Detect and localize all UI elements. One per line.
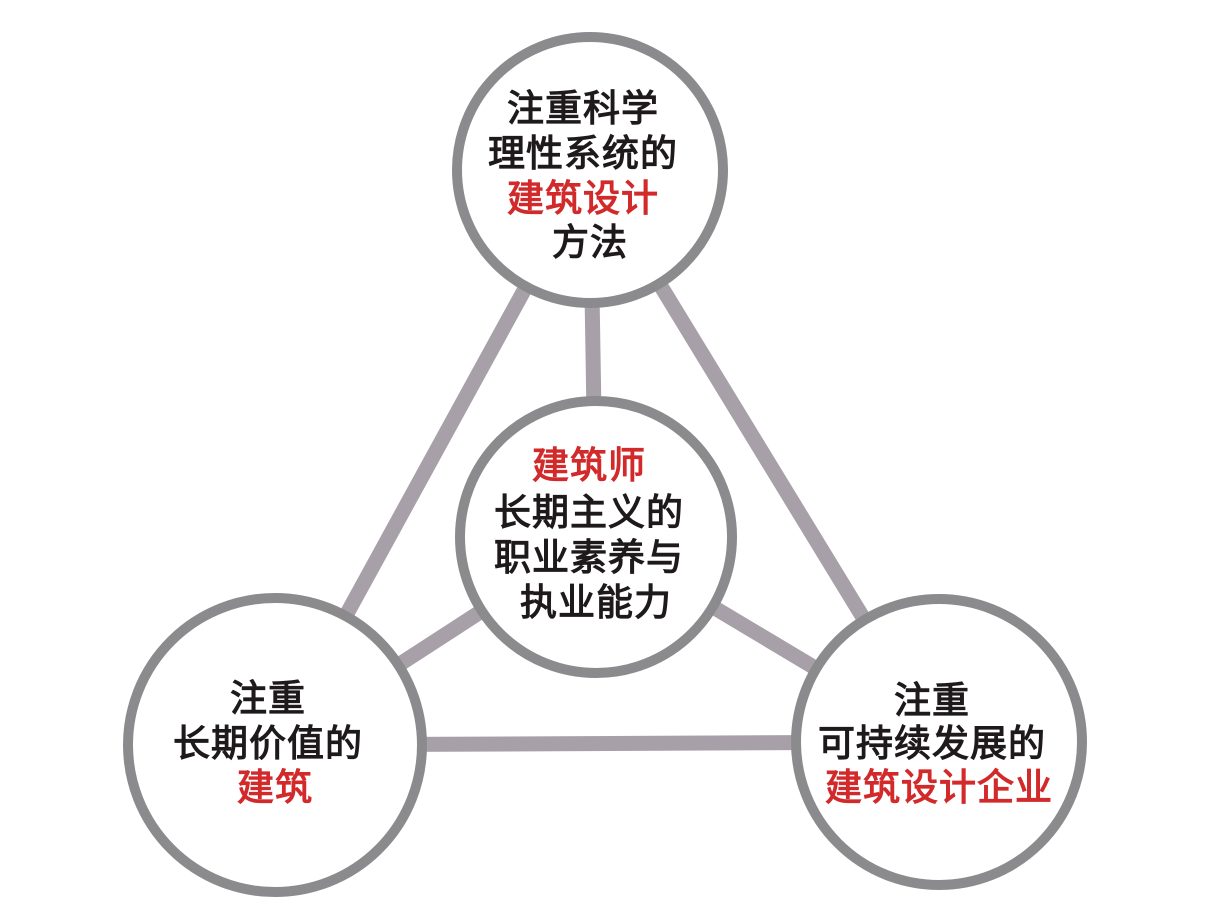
node-text-line-accent: 建筑师 xyxy=(532,444,646,487)
node-text-line: 长期主义的 xyxy=(494,491,684,534)
node-top-text: 注重科学 理性系统的 建筑设计 方法 xyxy=(488,87,692,264)
node-text-line: 长期价值的 xyxy=(173,722,363,765)
node-text-line: 职业素养与 xyxy=(494,536,684,579)
node-bottom-left-text: 注重 长期价值的 建筑 xyxy=(173,677,377,809)
node-text-line-accent: 建筑设计企业 xyxy=(825,766,1053,809)
node-bottom-right-text: 注重 可持续发展的 建筑设计企业 xyxy=(818,679,1060,809)
node-center-circle xyxy=(455,396,737,678)
node-text-line: 注重科学 xyxy=(507,87,659,130)
node-text-line: 方法 xyxy=(552,221,628,264)
node-bottom-left-circle xyxy=(123,593,427,897)
node-text-line: 执业能力 xyxy=(520,581,672,624)
node-text-line: 注重 xyxy=(894,679,970,722)
node-text-line-accent: 建筑设计 xyxy=(507,177,659,220)
node-top-circle xyxy=(452,32,728,308)
node-bottom-right-enterprise: 注重 可持续发展的 建筑设计企业 xyxy=(791,594,1087,890)
node-center-architect: 建筑师 长期主义的 职业素养与 执业能力 xyxy=(455,396,737,678)
node-text-line: 可持续发展的 xyxy=(818,722,1046,765)
node-top-design-method: 注重科学 理性系统的 建筑设计 方法 xyxy=(452,32,728,308)
node-bottom-left-building: 注重 长期价值的 建筑 xyxy=(123,593,427,897)
node-text-line: 注重 xyxy=(230,677,306,720)
node-text-line: 理性系统的 xyxy=(488,132,678,175)
node-text-line-accent: 建筑 xyxy=(237,766,313,809)
node-center-text: 建筑师 长期主义的 职业素养与 执业能力 xyxy=(494,444,698,624)
node-bottom-right-circle xyxy=(791,594,1087,890)
